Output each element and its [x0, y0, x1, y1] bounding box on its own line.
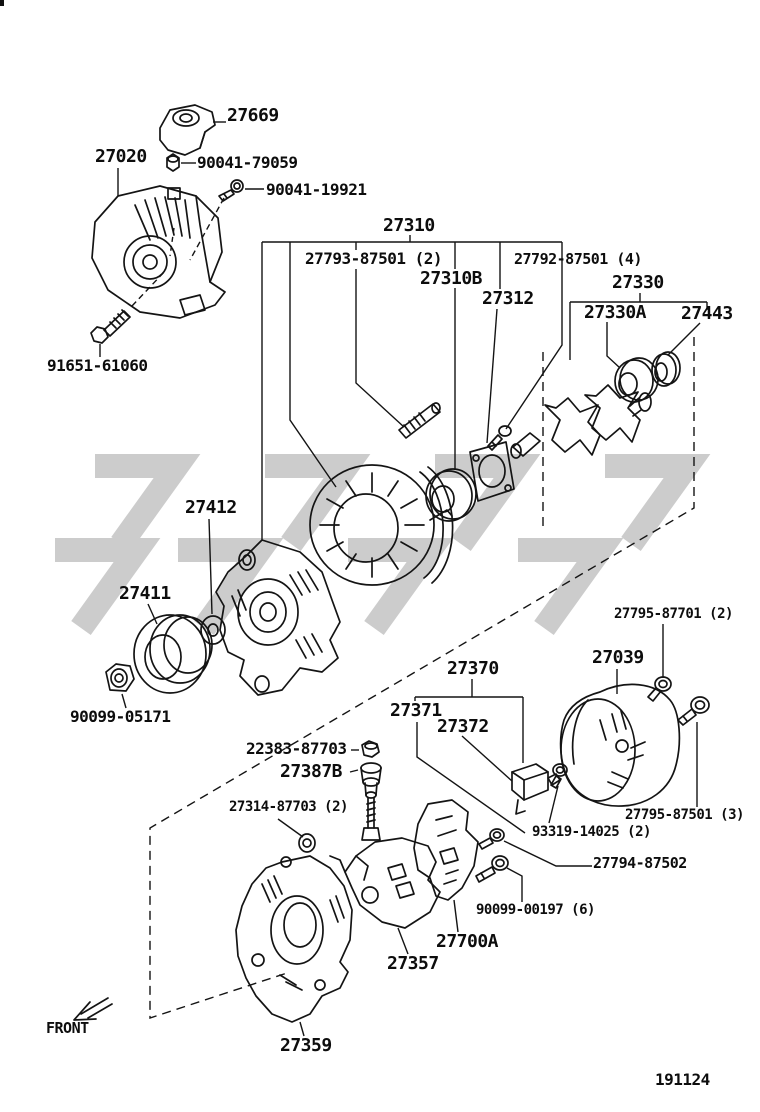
terminal-insulator-drawing [360, 762, 382, 799]
label-27039: 27039 [592, 647, 644, 668]
end-cover-drawing [559, 683, 681, 807]
rear-end-frame-drawing [235, 855, 353, 1023]
label-27330: 27330 [612, 272, 664, 293]
bearing-collar-drawing [651, 351, 681, 387]
cover-bolt-b-drawing [677, 696, 710, 726]
label-91651-61060: 91651-61060 [47, 356, 148, 375]
label-27443: 27443 [681, 303, 733, 324]
rectifier-drawing [413, 799, 479, 901]
bearing-retainer-drawing [469, 441, 515, 502]
rotor-drawing [510, 384, 652, 459]
stator-drawing [309, 464, 454, 586]
terminal-stud-drawing [361, 797, 381, 841]
label-27411: 27411 [119, 583, 171, 604]
pulley-nut-drawing [105, 663, 135, 692]
label-27330A: 27330A [584, 302, 647, 323]
watermark-logo [55, 454, 711, 635]
label-27371: 27371 [390, 700, 442, 721]
label-27357: 27357 [387, 953, 439, 974]
label-27359: 27359 [280, 1035, 332, 1056]
label-90099-00197: 90099-00197 (6) [476, 902, 595, 918]
holder-screw-drawing [478, 828, 505, 850]
label-27310: 27310 [383, 215, 435, 236]
kit-screw-drawing [487, 425, 512, 451]
label-27412: 27412 [185, 497, 237, 518]
front-arrow-icon [73, 997, 113, 1021]
screw-90041-19921-drawing [218, 179, 244, 202]
regulator-drawing [511, 763, 561, 815]
figure-code: 191124 [655, 1070, 710, 1089]
label-27314-87703: 27314-87703 (2) [229, 799, 348, 815]
label-27370: 27370 [447, 658, 499, 679]
bolt-91651-61060-drawing [90, 309, 131, 344]
holder-insulator-drawing [298, 833, 316, 853]
label-front-marker: FRONT [46, 1019, 89, 1037]
alternator-assembly-drawing [91, 185, 226, 319]
label-27387B: 27387B [280, 761, 343, 782]
label-90099-05171: 90099-05171 [70, 707, 171, 726]
terminal-nut-drawing [361, 740, 380, 758]
label-27792-87501: 27792-87501 (4) [514, 250, 642, 268]
label-27310B: 27310B [420, 268, 483, 289]
label-22383-87703: 22383-87703 [246, 739, 347, 758]
cover-bolt-a-drawing [647, 676, 672, 702]
stud-bolt-drawing [398, 402, 441, 439]
label-90041-79059: 90041-79059 [197, 153, 298, 172]
label-27669: 27669 [227, 105, 279, 126]
pulley-drawing [133, 614, 213, 694]
label-27795-87501: 27795-87501 (3) [625, 807, 744, 823]
drive-end-frame-drawing [215, 539, 341, 696]
label-27020: 27020 [95, 146, 147, 167]
brush-holder-drawing [329, 837, 441, 929]
label-90041-19921: 90041-19921 [266, 180, 367, 199]
terminal-cap-drawing [159, 104, 216, 156]
label-27793-87501: 27793-87501 (2) [305, 249, 443, 268]
label-27794-87502: 27794-87502 [593, 854, 687, 872]
label-27372: 27372 [437, 716, 489, 737]
label-27312: 27312 [482, 288, 534, 309]
scan-corner-mark [0, 0, 4, 6]
rectifier-screw-drawing [475, 855, 509, 883]
nut-90041-79059-drawing [166, 153, 180, 172]
leader-lines [99, 121, 708, 1037]
label-27700A: 27700A [436, 931, 499, 952]
label-93319-14025: 93319-14025 (2) [532, 824, 651, 840]
label-27795-87701: 27795-87701 (2) [614, 606, 733, 622]
